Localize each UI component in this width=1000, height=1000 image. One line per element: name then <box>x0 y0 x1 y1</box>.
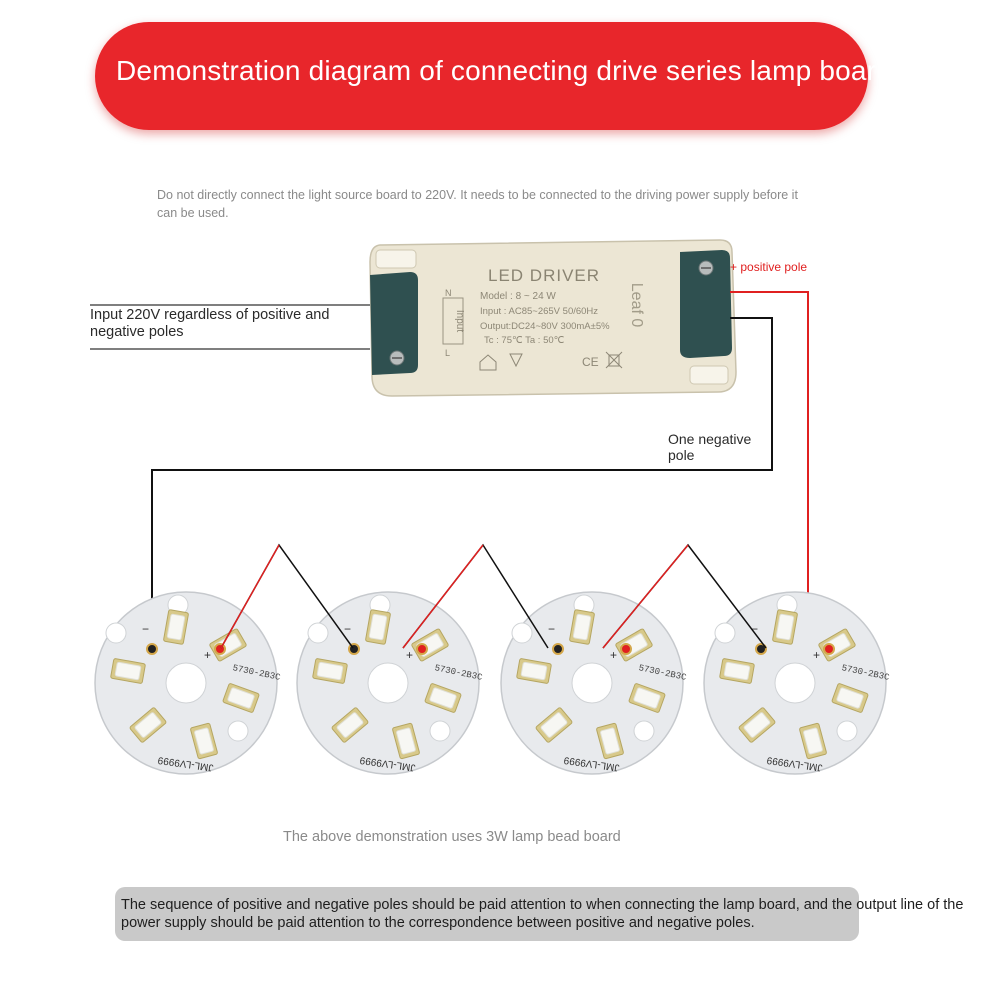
led-chip <box>719 658 755 684</box>
title-banner <box>95 22 868 130</box>
driver-input-tag: Input <box>454 310 465 332</box>
mount-hole <box>714 622 736 644</box>
center-hole <box>571 662 613 704</box>
driver-model: Model : 8 ~ 24 W <box>480 291 556 302</box>
negative-pole-label: One negative pole <box>668 431 752 463</box>
positive-pad <box>620 643 632 655</box>
led-chip <box>365 609 391 645</box>
led-chip <box>831 683 869 713</box>
demo-note: The above demonstration uses 3W lamp bea… <box>283 829 621 845</box>
led-chip <box>516 658 552 684</box>
positive-pad <box>214 643 226 655</box>
plus-mark: + <box>406 648 413 662</box>
led-chip <box>569 609 595 645</box>
driver-pin-n: N <box>445 288 452 298</box>
led-chip <box>110 658 146 684</box>
mount-hole <box>105 622 127 644</box>
led-chip <box>190 722 218 760</box>
led-chip <box>163 609 189 645</box>
led-chip <box>799 722 827 760</box>
jumper-wire-1-red <box>220 544 280 649</box>
led-chip <box>628 683 666 713</box>
minus-mark: − <box>344 622 351 636</box>
lamp-boards: 5730-2B3CJML-LV9999−+5730-2B3CJML-LV9999… <box>94 591 891 775</box>
warning-text: Do not directly connect the light source… <box>157 188 798 220</box>
weee-bin-icon <box>605 351 623 369</box>
led-chip <box>129 707 167 743</box>
output-terminal <box>680 250 732 358</box>
negative-pad <box>552 643 564 655</box>
plus-mark: + <box>813 648 820 662</box>
negative-wire <box>151 317 773 630</box>
mount-hole <box>633 720 655 742</box>
plus-mark: + <box>204 648 211 662</box>
driver-output-spec: Output:DC24~80V 300mA±5% <box>480 321 610 332</box>
driver-input-spec: Input : AC85~265V 50/60Hz <box>480 306 598 317</box>
driver-heading: LED DRIVER <box>488 266 600 285</box>
led-chip <box>331 707 369 743</box>
minus-mark: − <box>142 622 149 636</box>
positive-wire <box>730 291 809 600</box>
bottom-note: The sequence of positive and negative po… <box>121 897 964 931</box>
led-driver: Input N L LED DRIVER Model : 8 ~ 24 W In… <box>369 239 737 397</box>
mount-hole <box>227 720 249 742</box>
input-220v-label: Input 220V regardless of positive and ne… <box>90 307 330 340</box>
negative-pad <box>146 643 158 655</box>
mount-hole <box>836 720 858 742</box>
house-mark-icon <box>479 354 497 371</box>
negative-pad <box>755 643 767 655</box>
positive-pad <box>416 643 428 655</box>
series-jumpers <box>220 543 767 649</box>
center-hole <box>774 662 816 704</box>
driver-side-text: Leaf 0 <box>628 283 645 328</box>
bottom-note-box <box>115 887 859 941</box>
mount-hole <box>511 622 533 644</box>
minus-mark: − <box>751 622 758 636</box>
page-title: Demonstration diagram of connecting driv… <box>116 55 892 86</box>
plus-mark: + <box>610 648 617 662</box>
led-chip <box>424 683 462 713</box>
minus-mark: − <box>548 622 555 636</box>
led-chip <box>222 683 260 713</box>
led-chip <box>312 658 348 684</box>
driver-temps: Tc : 75℃ Ta : 50℃ <box>484 335 565 346</box>
mount-hole <box>429 720 451 742</box>
ce-mark: CE <box>582 355 599 369</box>
center-hole <box>165 662 207 704</box>
driver-pin-l: L <box>445 348 450 358</box>
input-terminal <box>370 272 418 375</box>
positive-pole-label: + positive pole <box>730 260 808 274</box>
positive-pad <box>823 643 835 655</box>
center-hole <box>367 662 409 704</box>
led-chip <box>535 707 573 743</box>
led-chip <box>596 722 624 760</box>
led-chip <box>772 609 798 645</box>
triangle-mark-icon <box>509 353 523 368</box>
jumper-wire-3-red <box>602 544 689 649</box>
led-chip <box>392 722 420 760</box>
mount-hole <box>307 622 329 644</box>
jumper-wire-2-red <box>402 544 484 649</box>
led-chip <box>738 707 776 743</box>
